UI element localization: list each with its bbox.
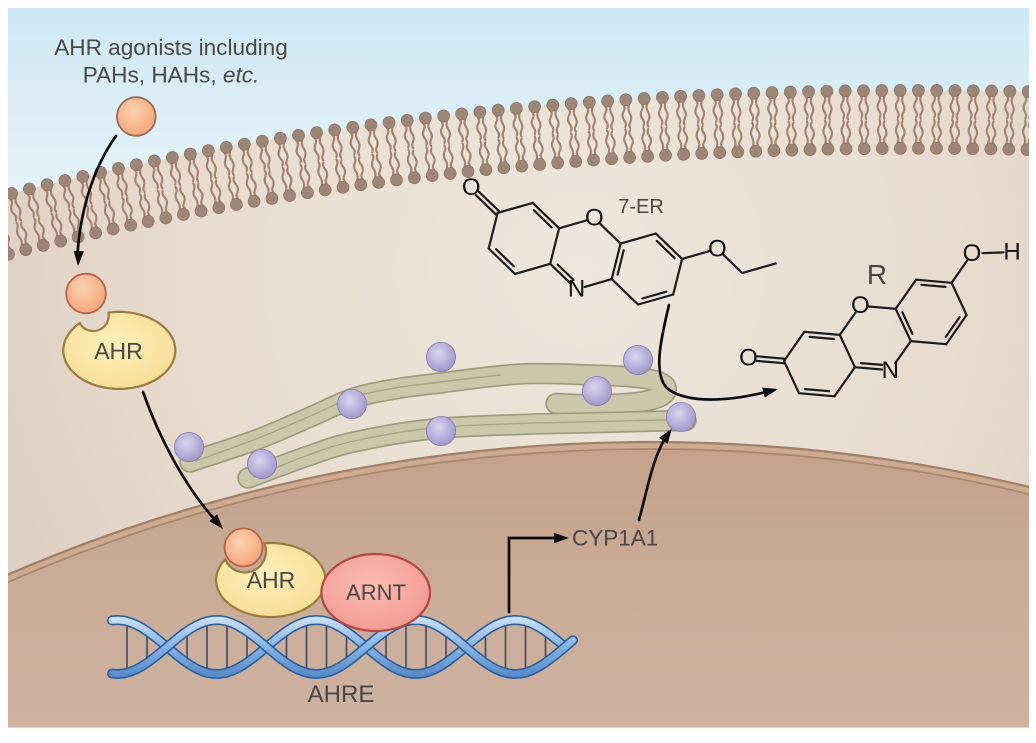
svg-text:N: N [568, 276, 585, 303]
svg-text:AHRE: AHRE [308, 681, 375, 708]
svg-text:AHR agonists including: AHR agonists including [54, 35, 288, 60]
svg-text:ARNT: ARNT [346, 580, 406, 605]
svg-text:H: H [1003, 239, 1020, 266]
svg-text:N: N [882, 357, 899, 384]
svg-text:AHR: AHR [94, 338, 143, 364]
svg-text:7-ER: 7-ER [618, 196, 664, 218]
svg-text:O: O [963, 240, 982, 267]
svg-text:PAHs, HAHs, etc.: PAHs, HAHs, etc. [83, 63, 260, 88]
svg-text:R: R [867, 259, 887, 290]
svg-text:O: O [462, 174, 481, 201]
svg-text:AHR: AHR [247, 567, 296, 593]
svg-text:O: O [739, 344, 758, 371]
svg-text:O: O [585, 205, 604, 232]
svg-text:O: O [851, 292, 870, 319]
svg-text:CYP1A1: CYP1A1 [572, 526, 658, 551]
svg-text:O: O [708, 235, 727, 262]
